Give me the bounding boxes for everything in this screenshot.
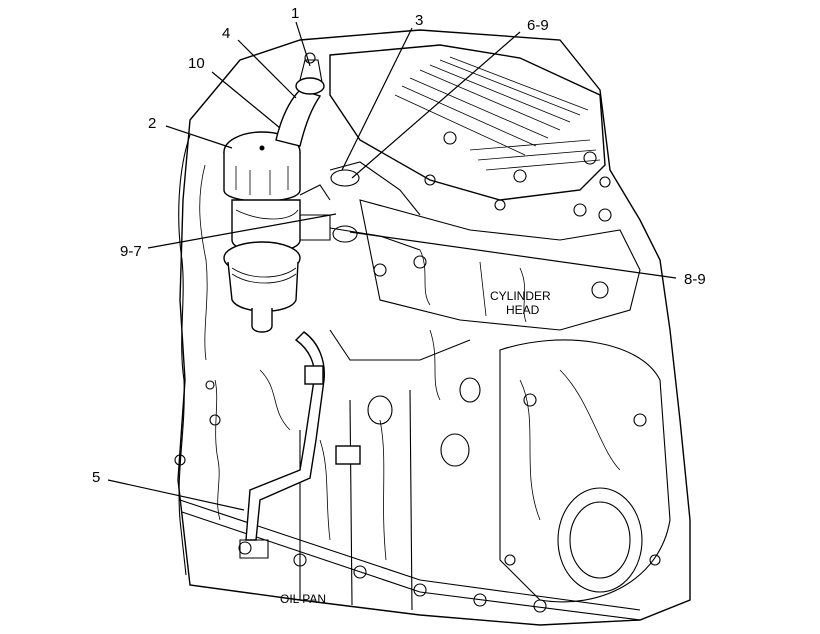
callout-3: 3 <box>415 12 423 29</box>
callout-4: 4 <box>222 25 230 42</box>
breather-filter <box>223 131 331 333</box>
cylinder-head-label-line1: CYLINDER <box>490 289 551 303</box>
cylinder-head-label-line2: HEAD <box>506 303 540 317</box>
oil-pan-label: OIL PAN <box>280 592 326 606</box>
callout-10: 10 <box>188 55 205 72</box>
block-details <box>259 329 481 467</box>
callout-6-9: 6-9 <box>527 17 549 34</box>
cylinder-head <box>359 199 641 331</box>
leader-lines <box>107 21 677 511</box>
callout-2: 2 <box>148 115 156 132</box>
drain-line <box>239 331 361 559</box>
front-cover <box>499 339 671 603</box>
callout-8-9: 8-9 <box>684 271 706 288</box>
callout-9-7: 9-7 <box>120 243 142 260</box>
valve-cover <box>329 44 612 222</box>
breather-tube <box>275 52 325 147</box>
callout-5: 5 <box>92 469 100 486</box>
callout-1: 1 <box>291 5 299 22</box>
